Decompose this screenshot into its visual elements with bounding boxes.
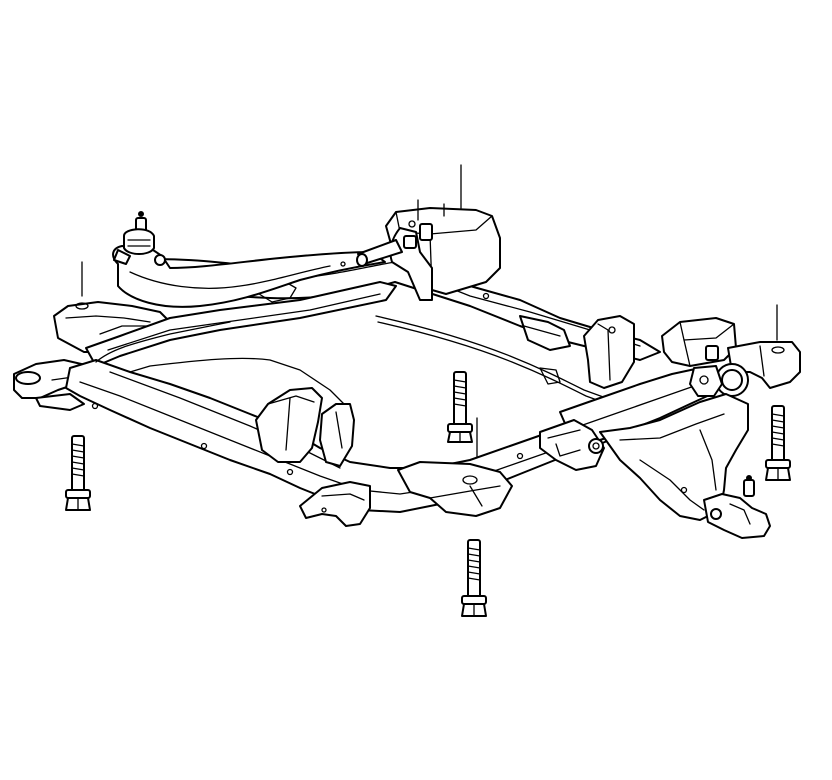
right-rear-mount [661, 317, 801, 397]
right-ball-joint [703, 475, 771, 539]
bolt-right [765, 405, 791, 481]
left-ball-joint [113, 211, 166, 266]
bolt-left [65, 435, 91, 511]
left-rear-mount [356, 199, 501, 301]
bolt-center-front [461, 539, 487, 617]
right-lower-control-arm [599, 393, 749, 521]
front-subframe-crossmember [13, 281, 721, 527]
bolt-center-rear [447, 371, 473, 443]
